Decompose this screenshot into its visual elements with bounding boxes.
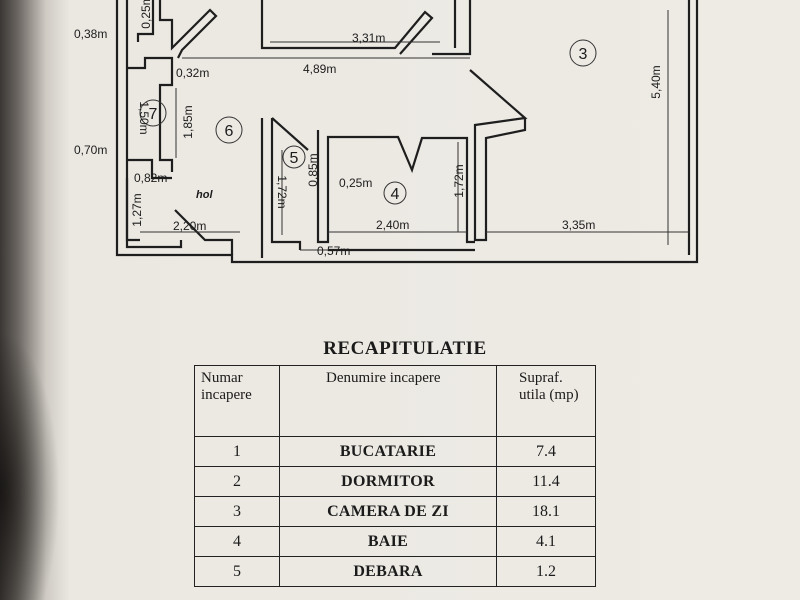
row-area: 11.4 — [496, 466, 596, 497]
dim-label-032: 0,32m — [176, 66, 209, 80]
row-name: CAMERA DE ZI — [279, 496, 497, 527]
dim-label-038: 0,38m — [74, 27, 107, 41]
row-area: 18.1 — [496, 496, 596, 527]
hol-door — [174, 209, 234, 255]
outer-wall-inner — [125, 0, 183, 249]
dim-label-150: 1,50m — [137, 101, 151, 134]
storage-wall — [316, 130, 475, 244]
top-wall-1 — [136, 0, 155, 42]
dim-label-240: 2,40m — [376, 218, 409, 232]
shadow — [0, 330, 60, 600]
room-number-5: 5 — [290, 150, 299, 167]
recap-table: Numar incapere Denumire incapere Supraf.… — [194, 365, 596, 587]
diag-door — [271, 117, 309, 151]
top-wall-2 — [158, 0, 218, 59]
table-row: 5 DEBARA 1.2 — [194, 556, 596, 587]
row-area: 4.1 — [496, 526, 596, 557]
floor-plan: 3 4 5 6 7 0,25m 0,38m 3,31m 4,89m 0,32m … — [74, 0, 699, 264]
hol-label: hol — [196, 189, 213, 201]
table-header-row: Numar incapere Denumire incapere Supraf.… — [194, 365, 596, 437]
room-circle-6 — [215, 116, 243, 144]
hol-wall — [125, 178, 140, 242]
room-number-3: 3 — [579, 46, 588, 63]
row-name: BAIE — [279, 526, 497, 557]
outer-wall — [115, 0, 699, 264]
dim-label-025: 0,25m — [139, 0, 153, 29]
row-number: 3 — [194, 496, 280, 527]
top-wall-3 — [260, 0, 434, 55]
header-number: Numar incapere — [194, 365, 280, 437]
room-circle-3 — [569, 39, 597, 67]
top-wall-4 — [432, 0, 472, 56]
room-number-4: 4 — [391, 186, 400, 203]
dim-label-127: 1,27m — [130, 193, 144, 226]
row-area: 7.4 — [496, 436, 596, 467]
dim-label-489: 4,89m — [303, 62, 336, 76]
table-row: 2 DORMITOR 11.4 — [194, 466, 596, 497]
dim-label-220: 2,20m — [173, 219, 206, 233]
room7-wall-2 — [127, 158, 172, 180]
dim-label-057: 0,57m — [317, 244, 350, 258]
table-row: 1 BUCATARIE 7.4 — [194, 436, 596, 467]
table-row: 4 BAIE 4.1 — [194, 526, 596, 557]
row-number: 5 — [194, 556, 280, 587]
dim-label-185: 1,85m — [181, 105, 195, 138]
dim-label-335: 3,35m — [562, 218, 595, 232]
header-name: Denumire incapere — [279, 365, 497, 437]
table-row: 3 CAMERA DE ZI 18.1 — [194, 496, 596, 527]
row-number: 1 — [194, 436, 280, 467]
row-number: 2 — [194, 466, 280, 497]
dim-label-070: 0,70m — [74, 143, 107, 157]
dim-label-331: 3,31m — [352, 31, 385, 45]
corridor-wall — [469, 69, 528, 242]
row-area: 1.2 — [496, 556, 596, 587]
room-circle-5 — [282, 145, 306, 169]
bath-wall-2 — [270, 118, 302, 250]
recap-title: RECAPITULATIE — [323, 338, 487, 359]
row-name: BUCATARIE — [279, 436, 497, 467]
room-number-6: 6 — [225, 123, 234, 140]
room-circle-4 — [383, 181, 407, 205]
dim-label-025b: 0,25m — [339, 176, 372, 190]
room-number-7: 7 — [149, 106, 158, 123]
room-circle-7 — [139, 99, 167, 127]
row-name: DORMITOR — [279, 466, 497, 497]
row-name: DEBARA — [279, 556, 497, 587]
dim-label-540: 5,40m — [649, 65, 663, 98]
dim-label-085: 0,85m — [306, 153, 320, 186]
dim-label-172a: 1,72m — [275, 175, 289, 208]
row-number: 4 — [194, 526, 280, 557]
room7-wall — [127, 56, 174, 172]
dim-label-172b: 1,72m — [452, 164, 466, 197]
dim-label-082: 0,82m — [134, 171, 167, 185]
header-area: Supraf. utila (mp) — [496, 365, 596, 437]
